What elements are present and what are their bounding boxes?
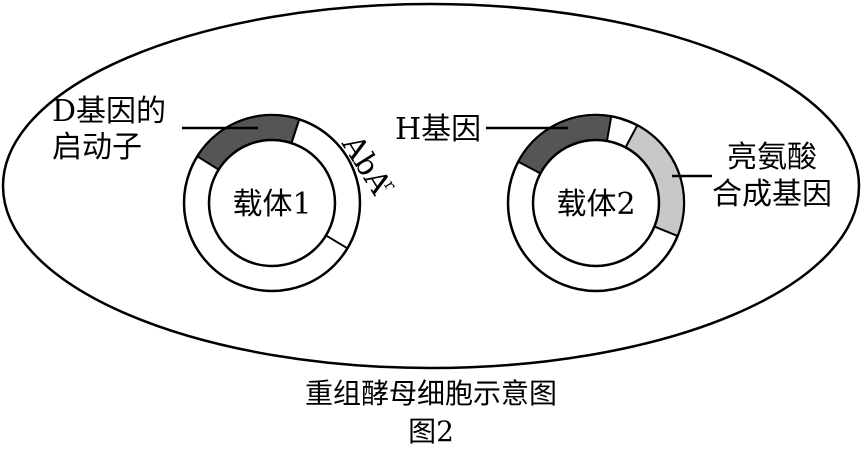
figure-label: 图2 xyxy=(408,415,454,448)
promoter-label-line2: 启动子 xyxy=(52,130,142,165)
yeast-cell-outline xyxy=(1,2,861,370)
promoter-label-line1: D基因的 xyxy=(52,94,166,129)
diagram-caption: 重组酵母细胞示意图 xyxy=(305,377,557,410)
vector-2-name: 载体2 xyxy=(556,187,635,222)
vector-1-name: 载体1 xyxy=(232,187,311,222)
vector-2-inner-ring xyxy=(531,138,661,268)
vector-1-aba-boundary-start xyxy=(290,118,301,144)
vector-1: 载体1 AbA r D基因的 启动子 xyxy=(52,94,401,293)
vector-1-aba-boundary-end xyxy=(325,234,348,250)
leucine-label-line2: 合成基因 xyxy=(712,177,832,212)
leucine-label-line1: 亮氨酸 xyxy=(727,140,817,175)
vector-1-inner-ring xyxy=(207,138,337,268)
h-gene-label: H基因 xyxy=(395,112,481,147)
vector-2: 载体2 H基因 亮氨酸 合成基因 xyxy=(395,112,832,293)
